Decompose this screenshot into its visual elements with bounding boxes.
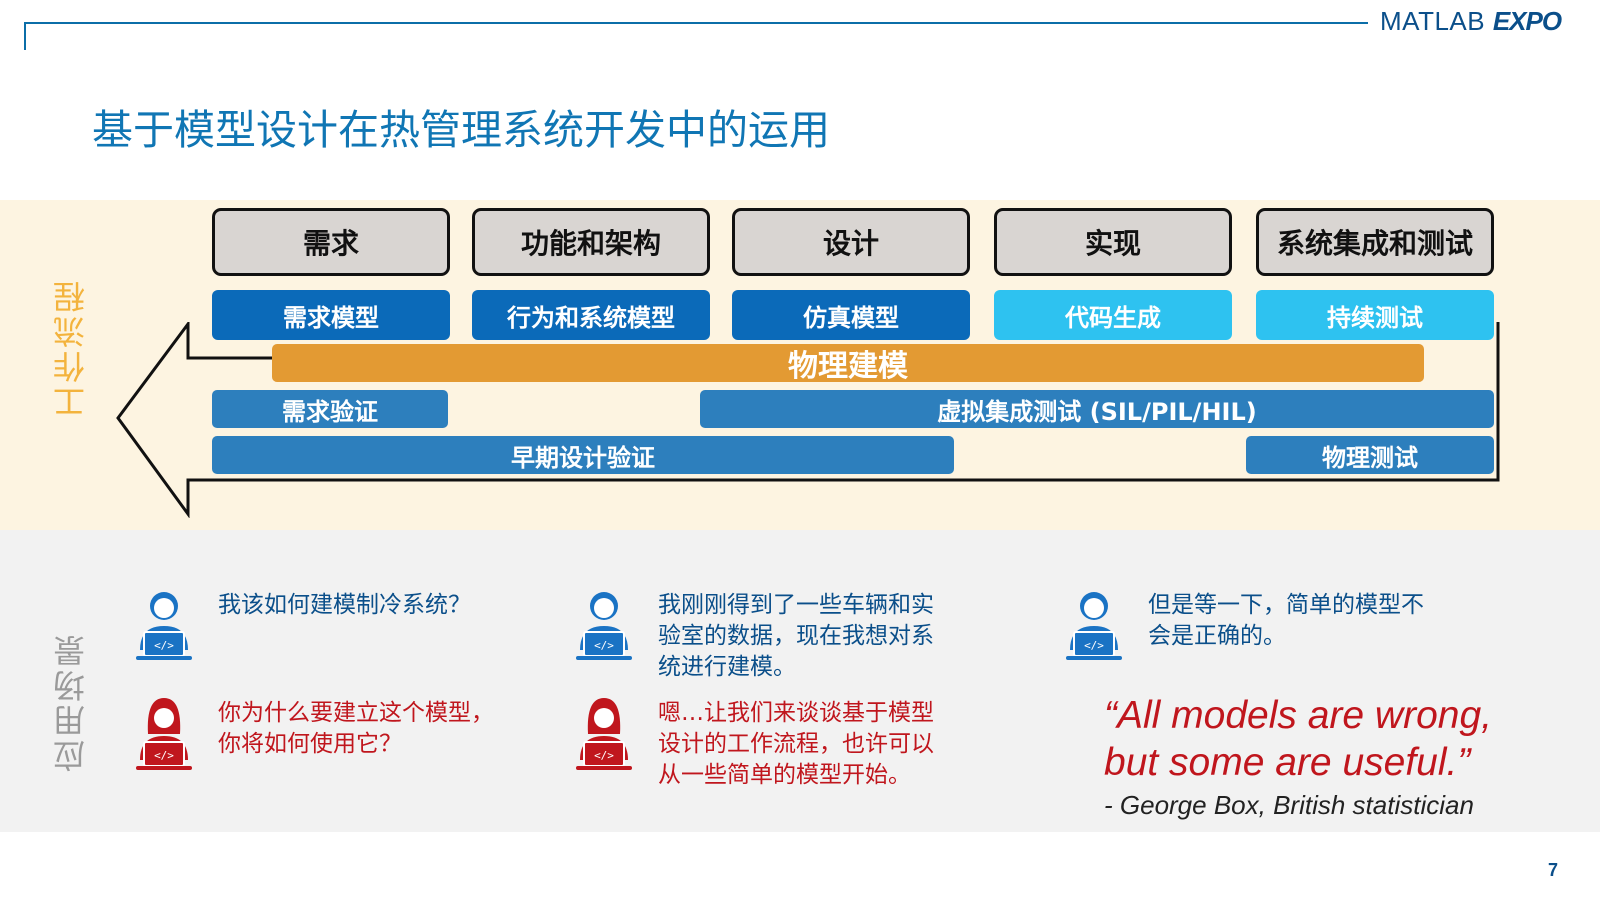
model-code-generation: 代码生成 [994, 290, 1232, 340]
dialog-line: 但是等一下，简单的模型不 [1148, 592, 1424, 618]
dialog-line: 会是正确的。 [1148, 623, 1286, 649]
dialog-line: 设计的工作流程，也许可以 [658, 731, 934, 757]
quote-line-2: but some are useful.” [1104, 741, 1471, 784]
logo-expo-text: EXPO [1492, 6, 1562, 36]
workflow-arrow-body [116, 322, 1500, 518]
quote-line-1: “All models are wrong, [1104, 694, 1492, 737]
page-title: 基于模型设计在热管理系统开发中的运用 [92, 106, 830, 154]
george-box-quote: “All models are wrong, but some are usef… [1104, 692, 1492, 786]
requirements-verification-bar: 需求验证 [212, 390, 448, 428]
stage-function-architecture: 功能和架构 [472, 208, 710, 276]
svg-text:</>: </> [1084, 639, 1104, 652]
dialog-line: 我刚刚得到了一些车辆和实 [658, 592, 934, 618]
arrow-path [116, 322, 1500, 518]
dialog-question-1: 我该如何建模制冷系统？ [218, 590, 471, 621]
expert-person-icon: </> [136, 698, 192, 770]
stage-requirements: 需求 [212, 208, 450, 276]
stage-design: 设计 [732, 208, 970, 276]
dialog-question-2: 我刚刚得到了一些车辆和实 验室的数据，现在我想对系 统进行建模。 [658, 590, 934, 683]
dialog-reply-2: 嗯…让我们来谈谈基于模型 设计的工作流程，也许可以 从一些简单的模型开始。 [658, 698, 934, 791]
svg-text:</>: </> [154, 639, 174, 652]
model-simulation: 仿真模型 [732, 290, 970, 340]
developer-person-icon: </> [136, 592, 192, 660]
early-design-verification-bar: 早期设计验证 [212, 436, 954, 474]
workflow-section-label: 工作流程 [52, 278, 90, 418]
model-requirements: 需求模型 [212, 290, 450, 340]
stage-implementation: 实现 [994, 208, 1232, 276]
dialog-question-3: 但是等一下，简单的模型不 会是正确的。 [1148, 590, 1424, 652]
svg-text:</>: </> [594, 639, 614, 652]
header-rule-tick [24, 22, 26, 50]
stage-integration-test: 系统集成和测试 [1256, 208, 1494, 276]
dialog-line: 你为什么要建立这个模型， [218, 700, 494, 726]
model-continuous-test: 持续测试 [1256, 290, 1494, 340]
header-rule [24, 22, 1368, 24]
expert-person-icon: </> [576, 698, 632, 770]
dialog-line: 统进行建模。 [658, 654, 796, 680]
dialog-line: 嗯…让我们来谈谈基于模型 [658, 700, 934, 726]
physical-modeling-bar: 物理建模 [272, 344, 1424, 384]
scenario-band [0, 530, 1600, 832]
virtual-integration-test-bar: 虚拟集成测试 (SIL/PIL/HIL) [700, 390, 1494, 428]
model-behavior-system: 行为和系统模型 [472, 290, 710, 340]
page-number: 7 [1548, 860, 1559, 880]
physical-test-bar: 物理测试 [1246, 436, 1494, 474]
svg-text:</>: </> [594, 749, 614, 762]
dialog-line: 我该如何建模制冷系统？ [218, 592, 471, 618]
dialog-line: 从一些简单的模型开始。 [658, 762, 911, 788]
dialog-reply-1: 你为什么要建立这个模型， 你将如何使用它？ [218, 698, 494, 760]
developer-person-icon: </> [1066, 592, 1122, 660]
matlab-expo-logo: MATLAB EXPO [1380, 6, 1562, 37]
quote-attribution: - George Box, British statistician [1104, 790, 1474, 820]
dialog-line: 你将如何使用它？ [218, 731, 402, 757]
scenario-section-label: 应用场景 [52, 632, 90, 772]
developer-person-icon: </> [576, 592, 632, 660]
svg-text:</>: </> [154, 749, 174, 762]
dialog-line: 验室的数据，现在我想对系 [658, 623, 934, 649]
logo-matlab-text: MATLAB [1380, 6, 1486, 36]
